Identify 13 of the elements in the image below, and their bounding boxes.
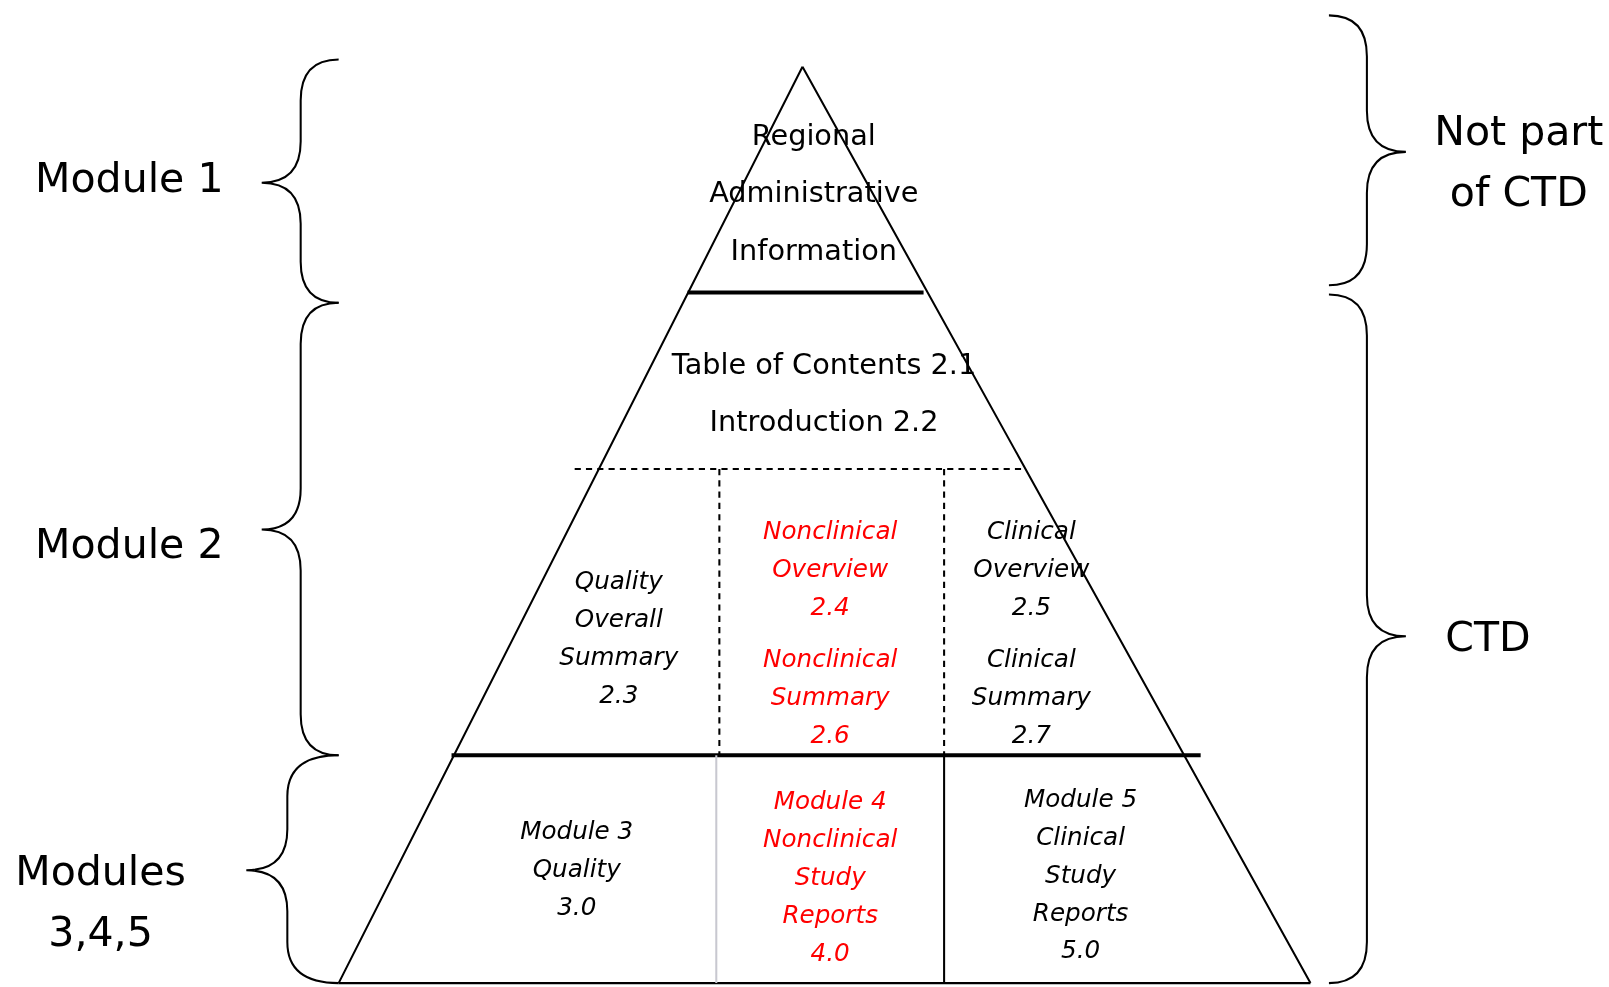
brace-label: Module 1 [34, 152, 225, 204]
pyramid-section-text: Module 5 Clinical Study Reports 5.0 [976, 779, 1185, 970]
brace-label: Modules 3,4,5 [14, 845, 187, 958]
brace-label: Module 2 [34, 519, 225, 570]
section-heading: Clinical Summary 2.7 [970, 643, 1092, 752]
brace-label: Not part of CTD [1433, 105, 1605, 218]
pyramid-section-text: Module 4 Nonclinical Study Reports 4.0 [718, 781, 943, 972]
section-heading: Nonclinical Summary 2.6 [762, 643, 899, 752]
section-heading: Nonclinical Overview 2.4 [762, 515, 899, 623]
pyramid-section-text: Quality Overall Summary 2.3 [512, 562, 726, 715]
brace-label: CTD [1444, 611, 1532, 662]
section-heading: Introduction 2.2 [708, 403, 940, 441]
pyramid-section-text: Module 3 Quality 3.0 [473, 812, 681, 927]
